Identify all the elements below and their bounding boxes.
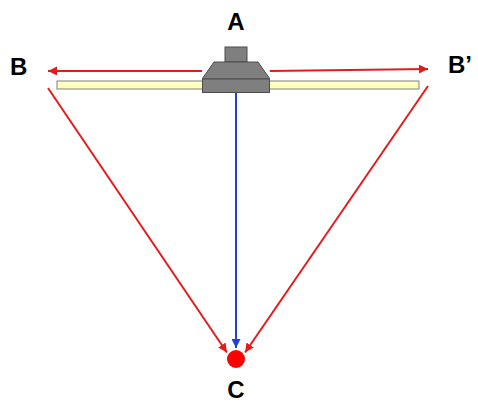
point-label: C <box>227 378 244 402</box>
point-label: B’ <box>448 53 472 77</box>
arrow-connector <box>48 70 202 72</box>
arrow-connector <box>270 69 428 71</box>
arrow-connector <box>48 88 227 352</box>
arrow-connector <box>245 86 428 352</box>
point-label-node: B <box>8 54 48 88</box>
arrow-connector <box>235 93 237 348</box>
point-label-node: B’ <box>428 52 474 86</box>
point-label: B <box>10 55 27 79</box>
point-label: A <box>227 10 244 34</box>
point-node: C <box>223 348 249 404</box>
red-dot <box>223 348 249 370</box>
speaker-node: A <box>202 8 270 93</box>
